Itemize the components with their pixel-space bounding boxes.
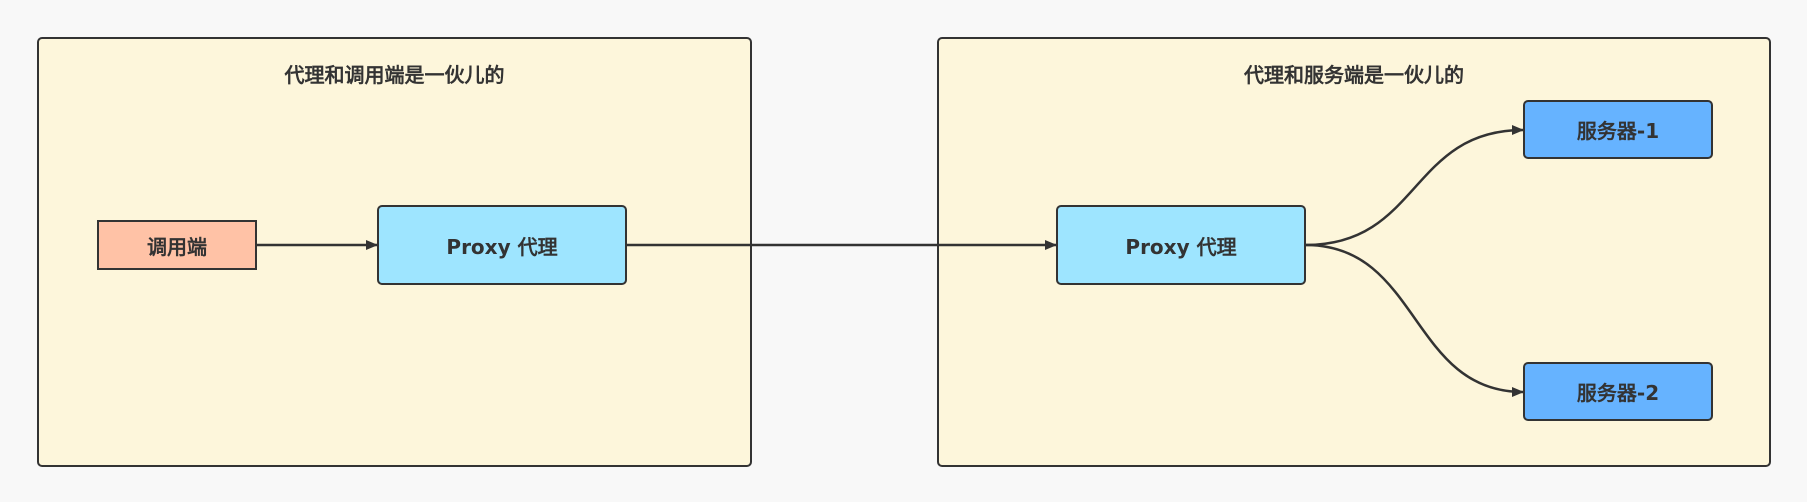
client-proxy-node[interactable]: Proxy 代理 <box>377 205 627 285</box>
server-1-node[interactable]: 服务器-1 <box>1523 100 1713 159</box>
server-proxy-node[interactable]: Proxy 代理 <box>1056 205 1306 285</box>
server-2-node[interactable]: 服务器-2 <box>1523 362 1713 421</box>
client-side-group-title: 代理和调用端是一伙儿的 <box>284 63 505 87</box>
server-side-group-title: 代理和服务端是一伙儿的 <box>1244 63 1464 87</box>
caller-node[interactable]: 调用端 <box>97 220 257 270</box>
